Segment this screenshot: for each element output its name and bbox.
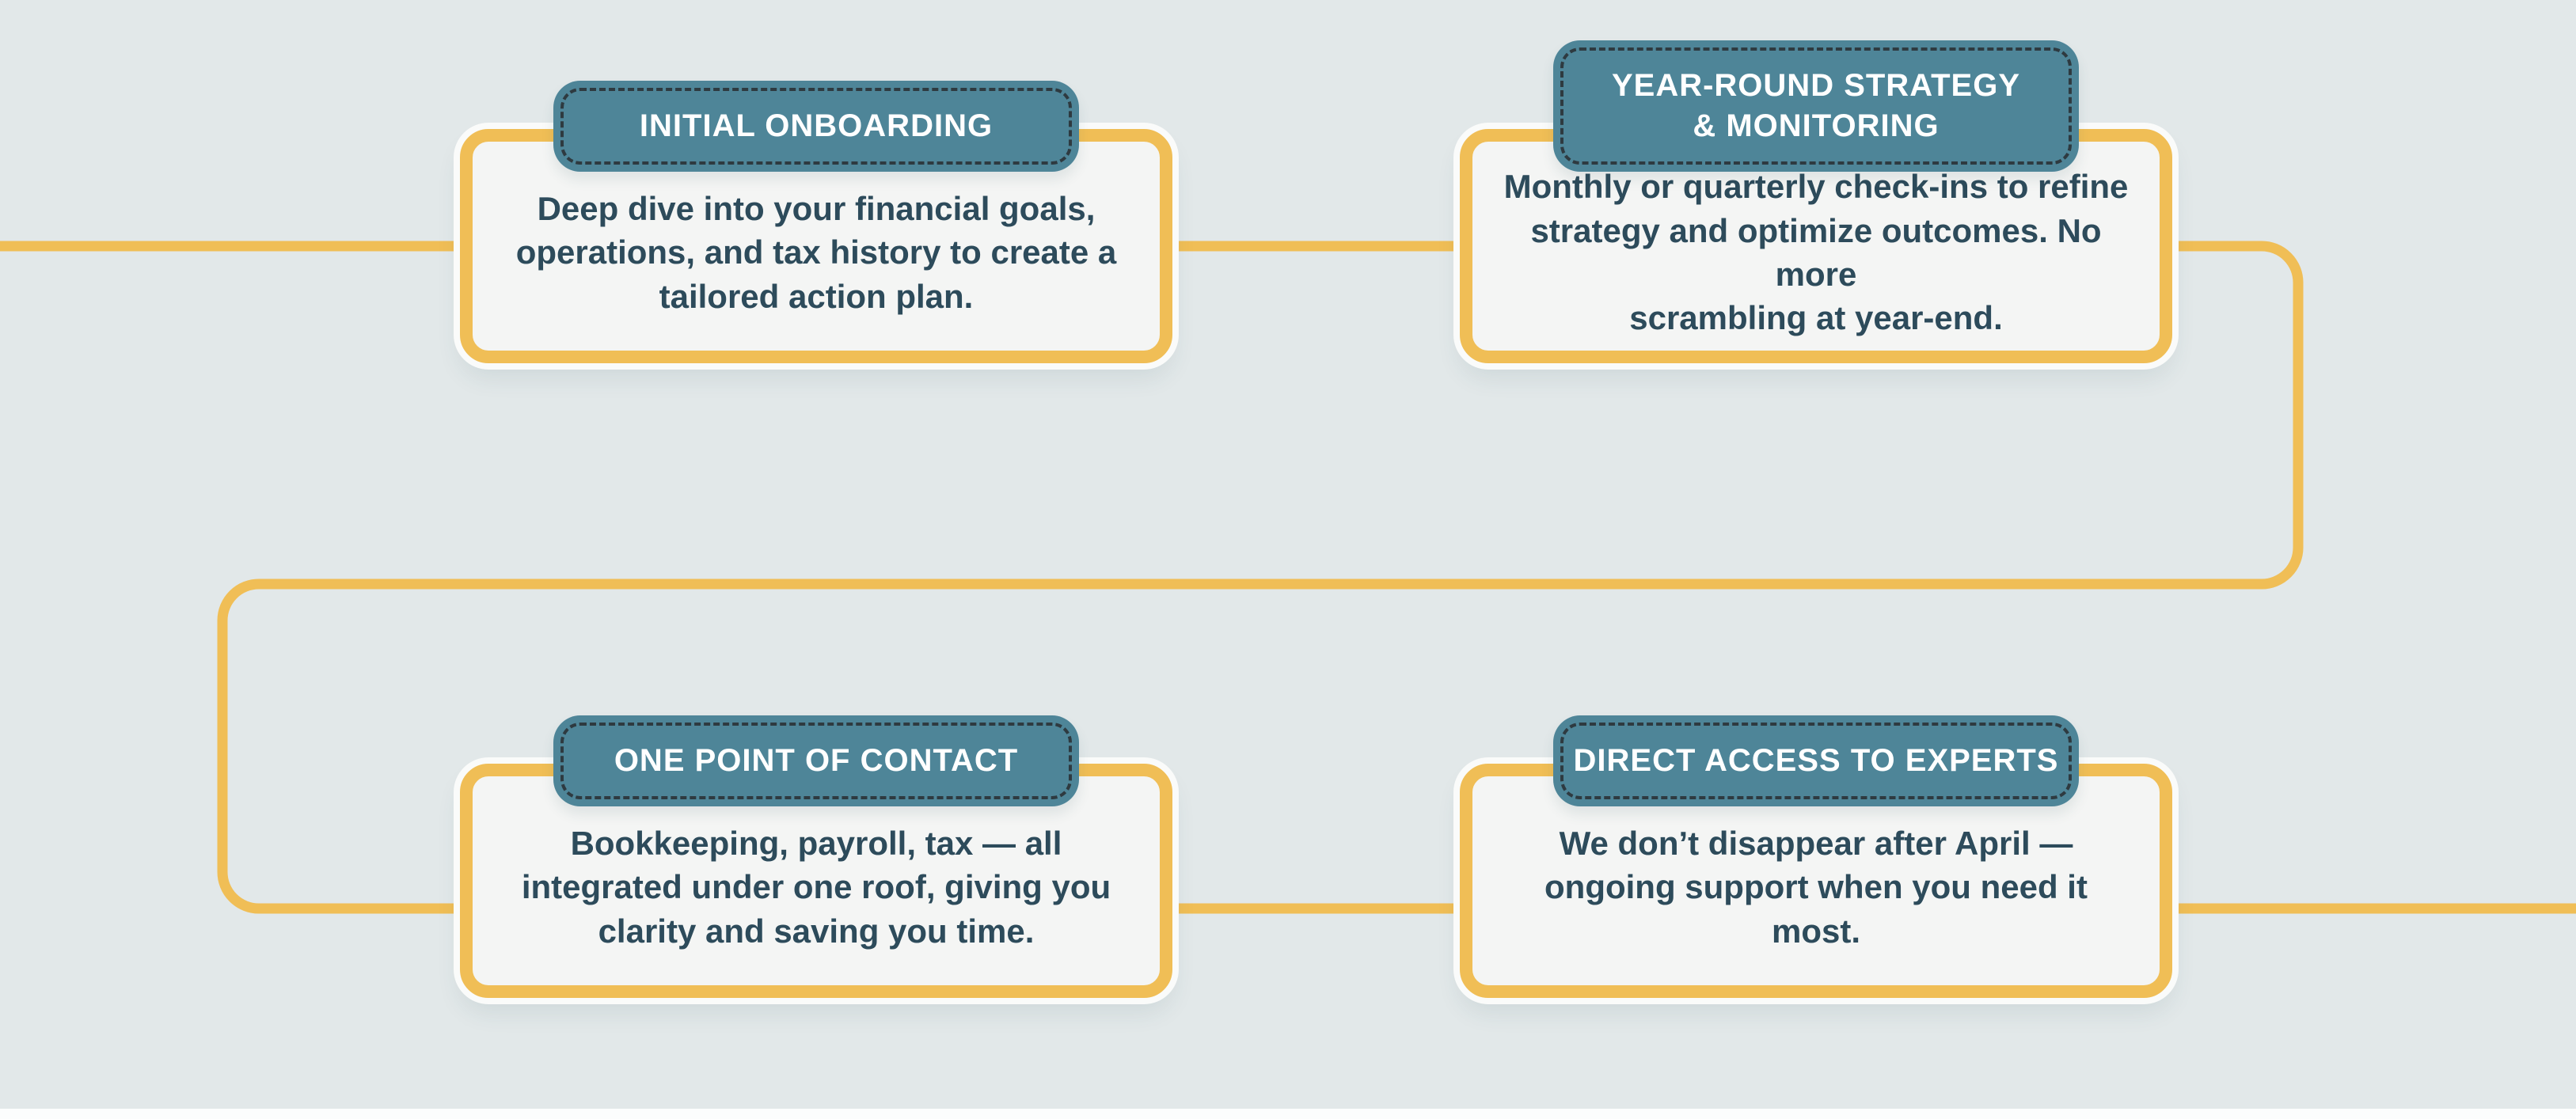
- step-badge-label: INITIAL ONBOARDING: [639, 108, 994, 143]
- step-card-initial-onboarding: INITIAL ONBOARDING Deep dive into your f…: [460, 80, 1172, 363]
- step-badge-direct-access-to-experts: DIRECT ACCESS TO EXPERTS: [1553, 715, 2079, 806]
- step-badge-initial-onboarding: INITIAL ONBOARDING: [553, 80, 1079, 172]
- step-card-direct-access-to-experts: DIRECT ACCESS TO EXPERTS We don’t disapp…: [1460, 715, 2172, 998]
- bottom-edge-strip: [0, 1109, 2576, 1119]
- step-card-one-point-of-contact: ONE POINT OF CONTACT Bookkeeping, payrol…: [460, 715, 1172, 998]
- step-description: Bookkeeping, payroll, tax — all integrat…: [521, 824, 1111, 950]
- step-badge-label: ONE POINT OF CONTACT: [614, 742, 1019, 778]
- step-description: We don’t disappear after April — ongoing…: [1544, 824, 2088, 950]
- step-badge-label: YEAR-ROUND STRATEGY & MONITORING: [1611, 67, 2021, 143]
- step-badge-year-round-strategy: YEAR-ROUND STRATEGY & MONITORING: [1553, 40, 2079, 172]
- step-card-year-round-strategy: YEAR-ROUND STRATEGY & MONITORING Monthly…: [1460, 40, 2172, 363]
- connector-path: [0, 241, 2576, 914]
- step-badge-label: DIRECT ACCESS TO EXPERTS: [1573, 742, 2059, 778]
- step-description: Deep dive into your financial goals, ope…: [515, 189, 1117, 315]
- step-badge-one-point-of-contact: ONE POINT OF CONTACT: [553, 715, 1079, 806]
- step-description: Monthly or quarterly check-ins to refine…: [1503, 168, 2129, 337]
